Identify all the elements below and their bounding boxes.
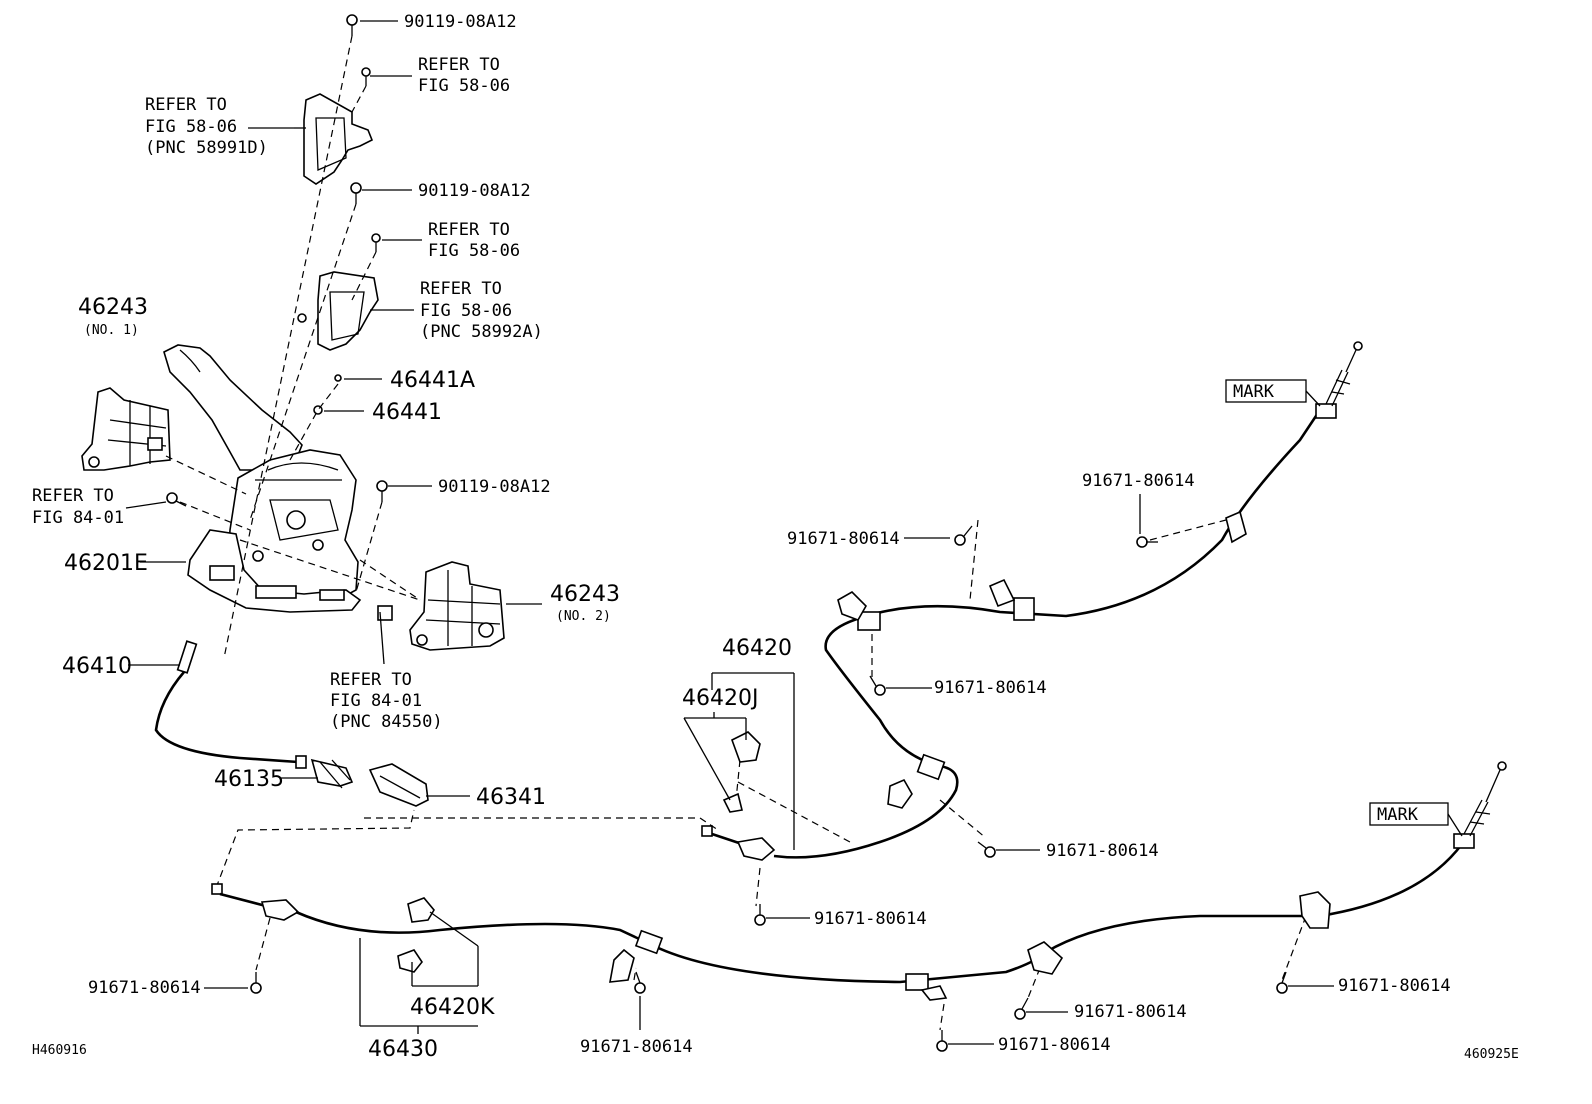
label-bolt-lower: 90119-08A12 (438, 477, 551, 497)
label-46420K: 46420K (410, 995, 495, 1020)
label-refer-bracket-2: FIG 58-06 (420, 301, 512, 321)
label-46135: 46135 (214, 767, 284, 792)
label-refer-left-2: FIG 58-06 (145, 117, 237, 137)
label-bolt-b1: 91671-80614 (1082, 471, 1195, 491)
label-46243-no1: 46243 (78, 295, 148, 320)
label-refer-left-3: (PNC 58991D) (145, 138, 268, 158)
label-46341: 46341 (476, 785, 546, 810)
label-refer-left-1: REFER TO (145, 95, 227, 115)
labels: 90119-08A12 REFER TO FIG 58-06 REFER TO … (32, 12, 1519, 1062)
front-cable-46410 (154, 640, 307, 769)
top-bracket (294, 93, 374, 185)
label-bolt-b6: 91671-80614 (88, 978, 201, 998)
label-bolt-b3: 91671-80614 (934, 678, 1047, 698)
label-bolt-mid: 90119-08A12 (418, 181, 531, 201)
cable-bolts (250, 525, 1288, 1052)
label-refer-8401-1: REFER TO (32, 486, 114, 506)
label-46420J: 46420J (682, 686, 758, 711)
mark-boxes (1225, 379, 1449, 826)
label-46441: 46441 (372, 400, 442, 425)
label-refer-top-right-1: REFER TO (418, 55, 500, 75)
label-46441A: 46441A (390, 368, 475, 393)
cover-46243-no2 (377, 561, 505, 651)
label-refer-mid-2: FIG 58-06 (428, 241, 520, 261)
label-refer-top-right-2: FIG 58-06 (418, 76, 510, 96)
label-bolt-b7: 91671-80614 (580, 1037, 693, 1057)
label-46243-no1-sub: (NO. 1) (84, 323, 139, 338)
middle-bracket (297, 271, 379, 351)
label-46243-no2-sub: (NO. 2) (556, 609, 611, 624)
label-bolt-b5: 91671-80614 (814, 909, 927, 929)
label-46430: 46430 (368, 1037, 438, 1062)
equalizer (310, 758, 429, 807)
leader-lines (125, 20, 1463, 1045)
right-rear-cable-46420 (701, 341, 1363, 861)
label-bolt-b2: 91671-80614 (787, 529, 900, 549)
label-bolt-top: 90119-08A12 (404, 12, 517, 32)
label-mark-lower: MARK (1377, 805, 1419, 825)
label-refer-84550-2: FIG 84-01 (330, 691, 422, 711)
label-46243-no2: 46243 (550, 582, 620, 607)
label-refer-8401-2: FIG 84-01 (32, 508, 124, 528)
label-46201E: 46201E (64, 551, 148, 576)
label-refer-84550-1: REFER TO (330, 670, 412, 690)
cover-46243-no1 (81, 387, 171, 471)
left-rear-cable-46430 (211, 761, 1507, 1001)
label-bolt-b9: 91671-80614 (1074, 1002, 1187, 1022)
label-code-right: 460925E (1464, 1047, 1519, 1062)
label-code-left: H460916 (32, 1043, 87, 1058)
label-mark-upper: MARK (1233, 382, 1275, 402)
label-refer-bracket-1: REFER TO (420, 279, 502, 299)
parking-brake-lever (163, 344, 362, 613)
label-refer-84550-3: (PNC 84550) (330, 712, 443, 732)
label-bolt-b10: 91671-80614 (1338, 976, 1451, 996)
label-bolt-b8: 91671-80614 (998, 1035, 1111, 1055)
label-refer-bracket-3: (PNC 58992A) (420, 322, 543, 342)
label-bolt-b4: 91671-80614 (1046, 841, 1159, 861)
label-46420: 46420 (722, 636, 792, 661)
label-46410: 46410 (62, 654, 132, 679)
label-refer-mid-1: REFER TO (428, 220, 510, 240)
clamps (397, 731, 761, 973)
